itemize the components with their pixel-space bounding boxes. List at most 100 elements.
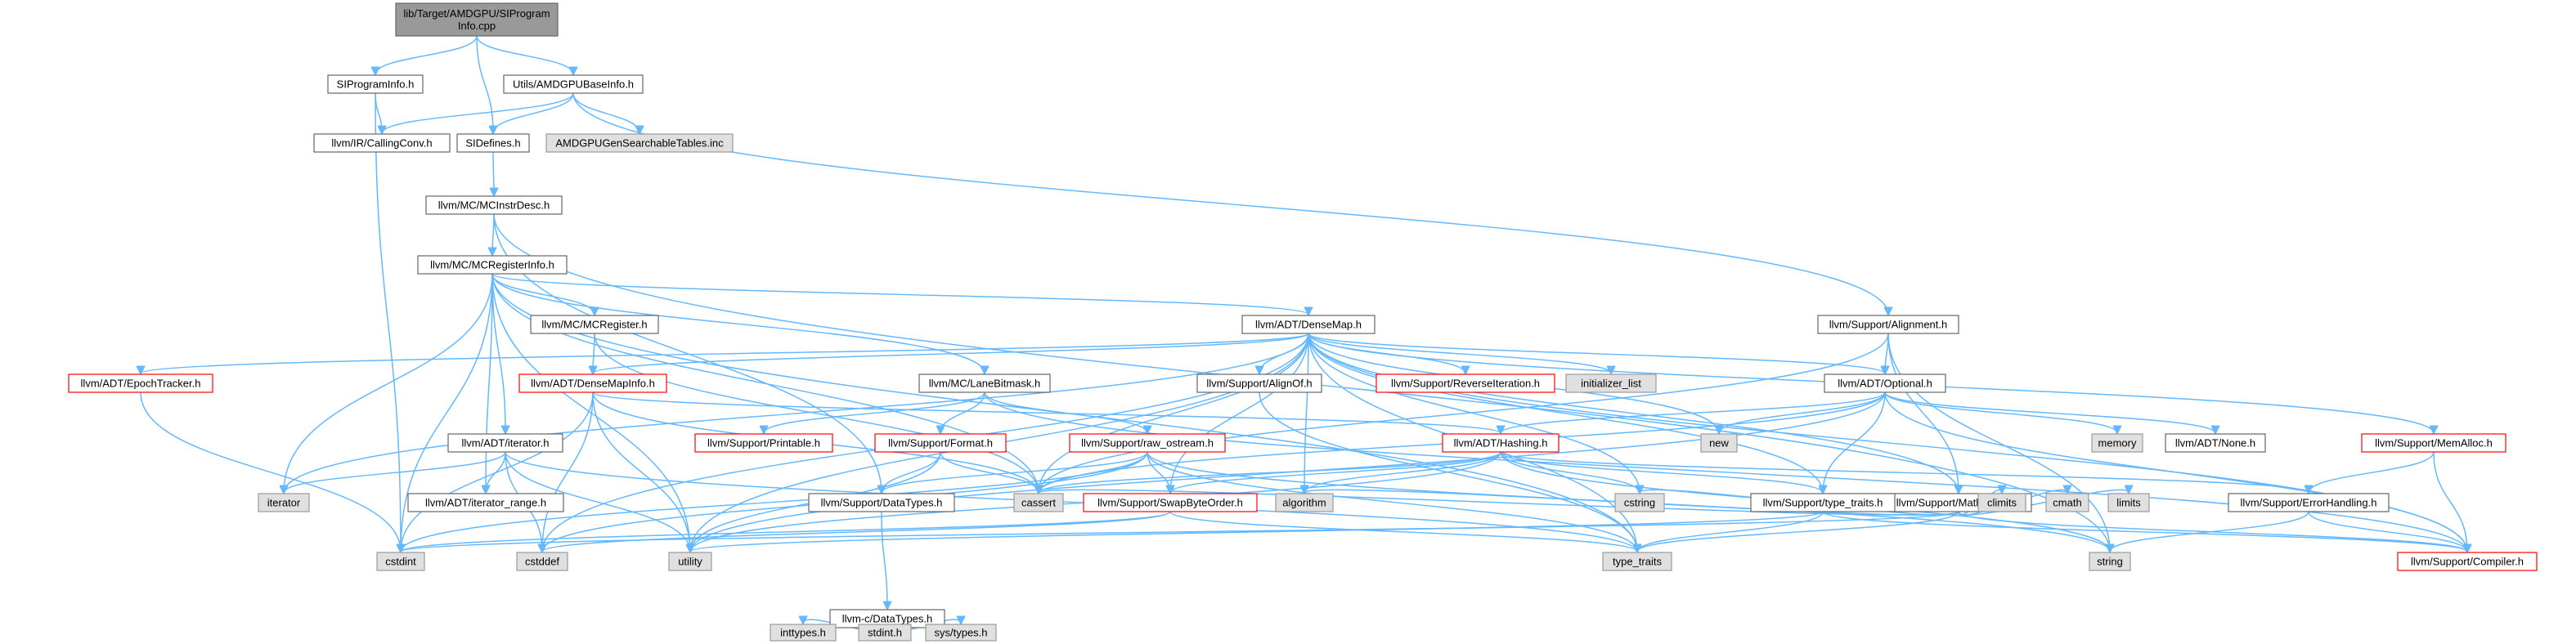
node-box-cstdint [376,552,425,571]
node-label-amdgpubaseinfo_h-0: Utils/AMDGPUBaseInfo.h [513,78,634,91]
node-mcregisterinfo_h[interactable]: llvm/MC/MCRegisterInfo.h [417,255,568,275]
node-box-cassert [1013,493,1064,512]
node-searchabletables_inc: AMDGPUGenSearchableTables.inc [545,133,734,153]
node-label-cstring-0: cstring [1624,497,1655,509]
edge-root-to-siprograminfo_h [375,35,478,74]
node-limits: limits [2107,493,2150,512]
edge-lanebitmask_h-to-raw_ostream_h [984,391,1147,433]
node-sidefines_h[interactable]: SIDefines.h [456,133,530,153]
node-box-utility [668,552,712,571]
node-box-mcregister_h [530,315,659,334]
node-cstdint: cstdint [376,552,425,571]
node-compiler_h[interactable]: llvm/Support/Compiler.h [2397,552,2538,571]
node-iterator_range_h[interactable]: llvm/ADT/iterator_range.h [407,493,564,512]
edge-root-to-sidefines_h [476,35,493,133]
edge-densemap_h-to-type_traits_h [1308,333,1823,493]
node-cmath: cmath [2045,493,2089,512]
node-box-iterator_range_h [407,493,564,512]
edge-raw_ostream_h-to-swapbyteorder_h [1147,451,1170,493]
edge-sidefines_h-to-mcinstrdesc_h [493,151,494,195]
node-box-root [395,2,559,37]
edge-swapbyteorder_h-to-type_traits [1169,511,1637,552]
node-hashing_h[interactable]: llvm/ADT/Hashing.h [1442,433,1560,453]
node-siprograminfo_h[interactable]: SIProgramInfo.h [327,74,424,94]
node-box-initializer_list [1565,373,1657,393]
edge-densemap_h-to-initializer_list [1308,333,1611,373]
node-alignof_h[interactable]: llvm/Support/AlignOf.h [1196,373,1322,393]
node-box-cmath [2045,493,2089,512]
node-initializer_list: initializer_list [1565,373,1657,393]
node-box-type_traits_h [1750,493,1896,512]
node-label-c_datatypes_h-0: llvm-c/DataTypes.h [842,613,933,625]
node-box-swapbyteorder_h [1083,493,1258,512]
node-label-alignof_h-0: llvm/Support/AlignOf.h [1206,378,1312,390]
node-densemapinfo_h[interactable]: llvm/ADT/DenseMapInfo.h [518,373,667,393]
node-root[interactable]: lib/Target/AMDGPU/SIProgramInfo.cpp [395,2,559,37]
node-label-swapbyteorder_h-0: llvm/Support/SwapByteOrder.h [1097,497,1243,509]
edge-type_traits_h-to-type_traits [1637,511,1824,552]
node-memory: memory [2091,433,2143,453]
node-printable_h[interactable]: llvm/Support/Printable.h [694,433,833,453]
node-label-root-0: lib/Target/AMDGPU/SIProgram [403,7,550,20]
node-epochtracker_h[interactable]: llvm/ADT/EpochTracker.h [68,373,213,393]
node-label-mcinstrdesc_h-0: llvm/MC/MCInstrDesc.h [438,199,550,212]
edge-optional_h-to-type_traits_h [1823,391,1886,493]
edge-alignment_h-to-cassert [1039,333,1889,493]
node-label-type_traits-0: type_traits [1613,556,1662,568]
node-densemap_h[interactable]: llvm/ADT/DenseMap.h [1241,315,1376,334]
node-label-lanebitmask_h-0: llvm/MC/LaneBitmask.h [929,378,1041,390]
node-label-inttypes_h-0: inttypes.h [780,627,826,639]
node-label-new-0: new [1709,437,1729,449]
node-box-type_traits [1602,552,1672,571]
edge-memalloc_h-to-compiler_h [2433,451,2467,552]
node-mcinstrdesc_h[interactable]: llvm/MC/MCInstrDesc.h [425,195,563,215]
edge-alignment_h-to-string [1887,333,2110,552]
node-box-optional_h [1824,373,1946,393]
node-errorhandling_h[interactable]: llvm/Support/ErrorHandling.h [2228,493,2390,512]
edge-mathextras_h-to-cassert [1039,490,1959,516]
node-box-memory [2091,433,2143,453]
node-type_traits_h[interactable]: llvm/Support/type_traits.h [1750,493,1896,512]
node-box-lanebitmask_h [918,373,1051,393]
edge-densemap_h-to-densemapinfo_h [593,333,1309,373]
edge-hashing_h-to-type_traits_h [1500,451,1823,493]
edge-mcregisterinfo_h-to-cstdint [401,273,493,552]
node-callingconv_h[interactable]: llvm/IR/CallingConv.h [313,133,451,153]
node-raw_ostream_h[interactable]: llvm/Support/raw_ostream.h [1069,433,1226,453]
node-climits: climits [1977,493,2026,512]
node-box-compiler_h [2397,552,2538,571]
edge-mcregister_h-to-densemapinfo_h [593,333,595,373]
node-label-sidefines_h-0: SIDefines.h [465,137,520,150]
node-optional_h[interactable]: llvm/ADT/Optional.h [1824,373,1946,393]
node-box-cstddef [516,552,568,571]
node-box-climits [1977,493,2026,512]
edge-alignment_h-to-mathextras_h [1887,333,1959,493]
node-swapbyteorder_h[interactable]: llvm/Support/SwapByteOrder.h [1083,493,1258,512]
node-c_datatypes_h[interactable]: llvm-c/DataTypes.h [829,609,945,628]
edge-hashing_h-to-swapbyteorder_h [1170,451,1501,493]
edge-densemapinfo_h-to-utility [592,391,690,552]
node-label-mcregister_h-0: llvm/MC/MCRegister.h [541,319,647,331]
edge-siprograminfo_h-to-callingconv_h [375,92,382,133]
node-lanebitmask_h[interactable]: llvm/MC/LaneBitmask.h [918,373,1051,393]
node-box-iterator [258,493,310,512]
node-format_h[interactable]: llvm/Support/Format.h [874,433,1007,453]
node-box-mcregisterinfo_h [417,255,568,275]
edge-lanebitmask_h-to-format_h [940,391,985,433]
node-reverseiteration_h[interactable]: llvm/Support/ReverseIteration.h [1376,373,1555,393]
node-alignment_h[interactable]: llvm/Support/Alignment.h [1817,315,1959,334]
node-mcregister_h[interactable]: llvm/MC/MCRegister.h [530,315,659,334]
node-cstddef: cstddef [516,552,568,571]
node-datatypes_h[interactable]: llvm/Support/DataTypes.h [808,493,955,512]
node-iterator_h[interactable]: llvm/ADT/iterator.h [447,433,563,453]
node-amdgpubaseinfo_h[interactable]: Utils/AMDGPUBaseInfo.h [503,74,644,94]
edge-optional_h-to-new [1719,391,1886,433]
node-box-cstring [1614,493,1665,512]
node-none_h[interactable]: llvm/ADT/None.h [2165,433,2266,453]
edge-siprograminfo_h-to-cstdint [375,92,401,552]
node-inttypes_h: inttypes.h [770,624,837,642]
node-label-epochtracker_h-0: llvm/ADT/EpochTracker.h [81,378,201,390]
node-string: string [2089,552,2131,571]
edge-datatypes_h-to-c_datatypes_h [881,511,887,609]
node-memalloc_h[interactable]: llvm/Support/MemAlloc.h [2361,433,2506,453]
